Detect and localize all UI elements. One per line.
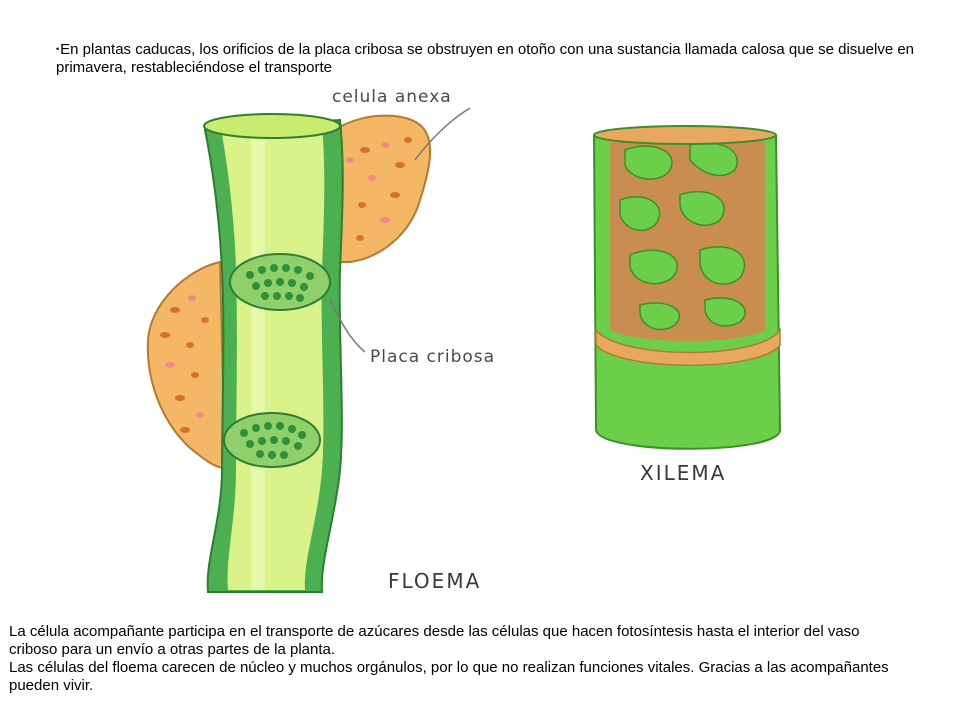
xylem-thickenings [619,142,746,331]
xylem-drawing [592,125,782,450]
xylem-top-opening [593,125,777,145]
sieve-plate-lower [223,412,321,468]
leader-line-celula-anexa [414,107,471,161]
xylem-cut-plate [595,327,781,366]
phloem-drawing [146,107,471,593]
xylem-interior [610,134,765,342]
top-paragraph-text: En plantas caducas, los orificios de la … [56,41,915,76]
sieve-tube-top-opening [203,113,341,139]
bottom-paragraph-1: La célula acompañante participa en el tr… [9,623,860,658]
label-floema: FLOEMA [388,569,481,593]
top-paragraph: •En plantas caducas, los orificios de la… [56,40,916,77]
phloem-xylem-illustration: celula anexa Placa cribosa FLOEMA XILEMA [146,87,782,593]
bottom-paragraph-2: Las células del floema carecen de núcleo… [9,659,889,694]
label-celula-anexa: celula anexa [332,87,452,107]
leader-line-placa-cribosa [329,299,366,353]
companion-cell-lower [146,260,227,470]
bullet-icon: • [56,44,60,54]
label-xilema: XILEMA [640,461,726,485]
sieve-plate-upper [229,253,331,311]
label-placa-cribosa: Placa cribosa [370,347,495,367]
sieve-tube-interior [222,125,325,590]
companion-organelles [160,137,412,433]
companion-cell-upper [337,114,432,263]
bottom-paragraphs: La célula acompañante participa en el tr… [9,623,909,695]
